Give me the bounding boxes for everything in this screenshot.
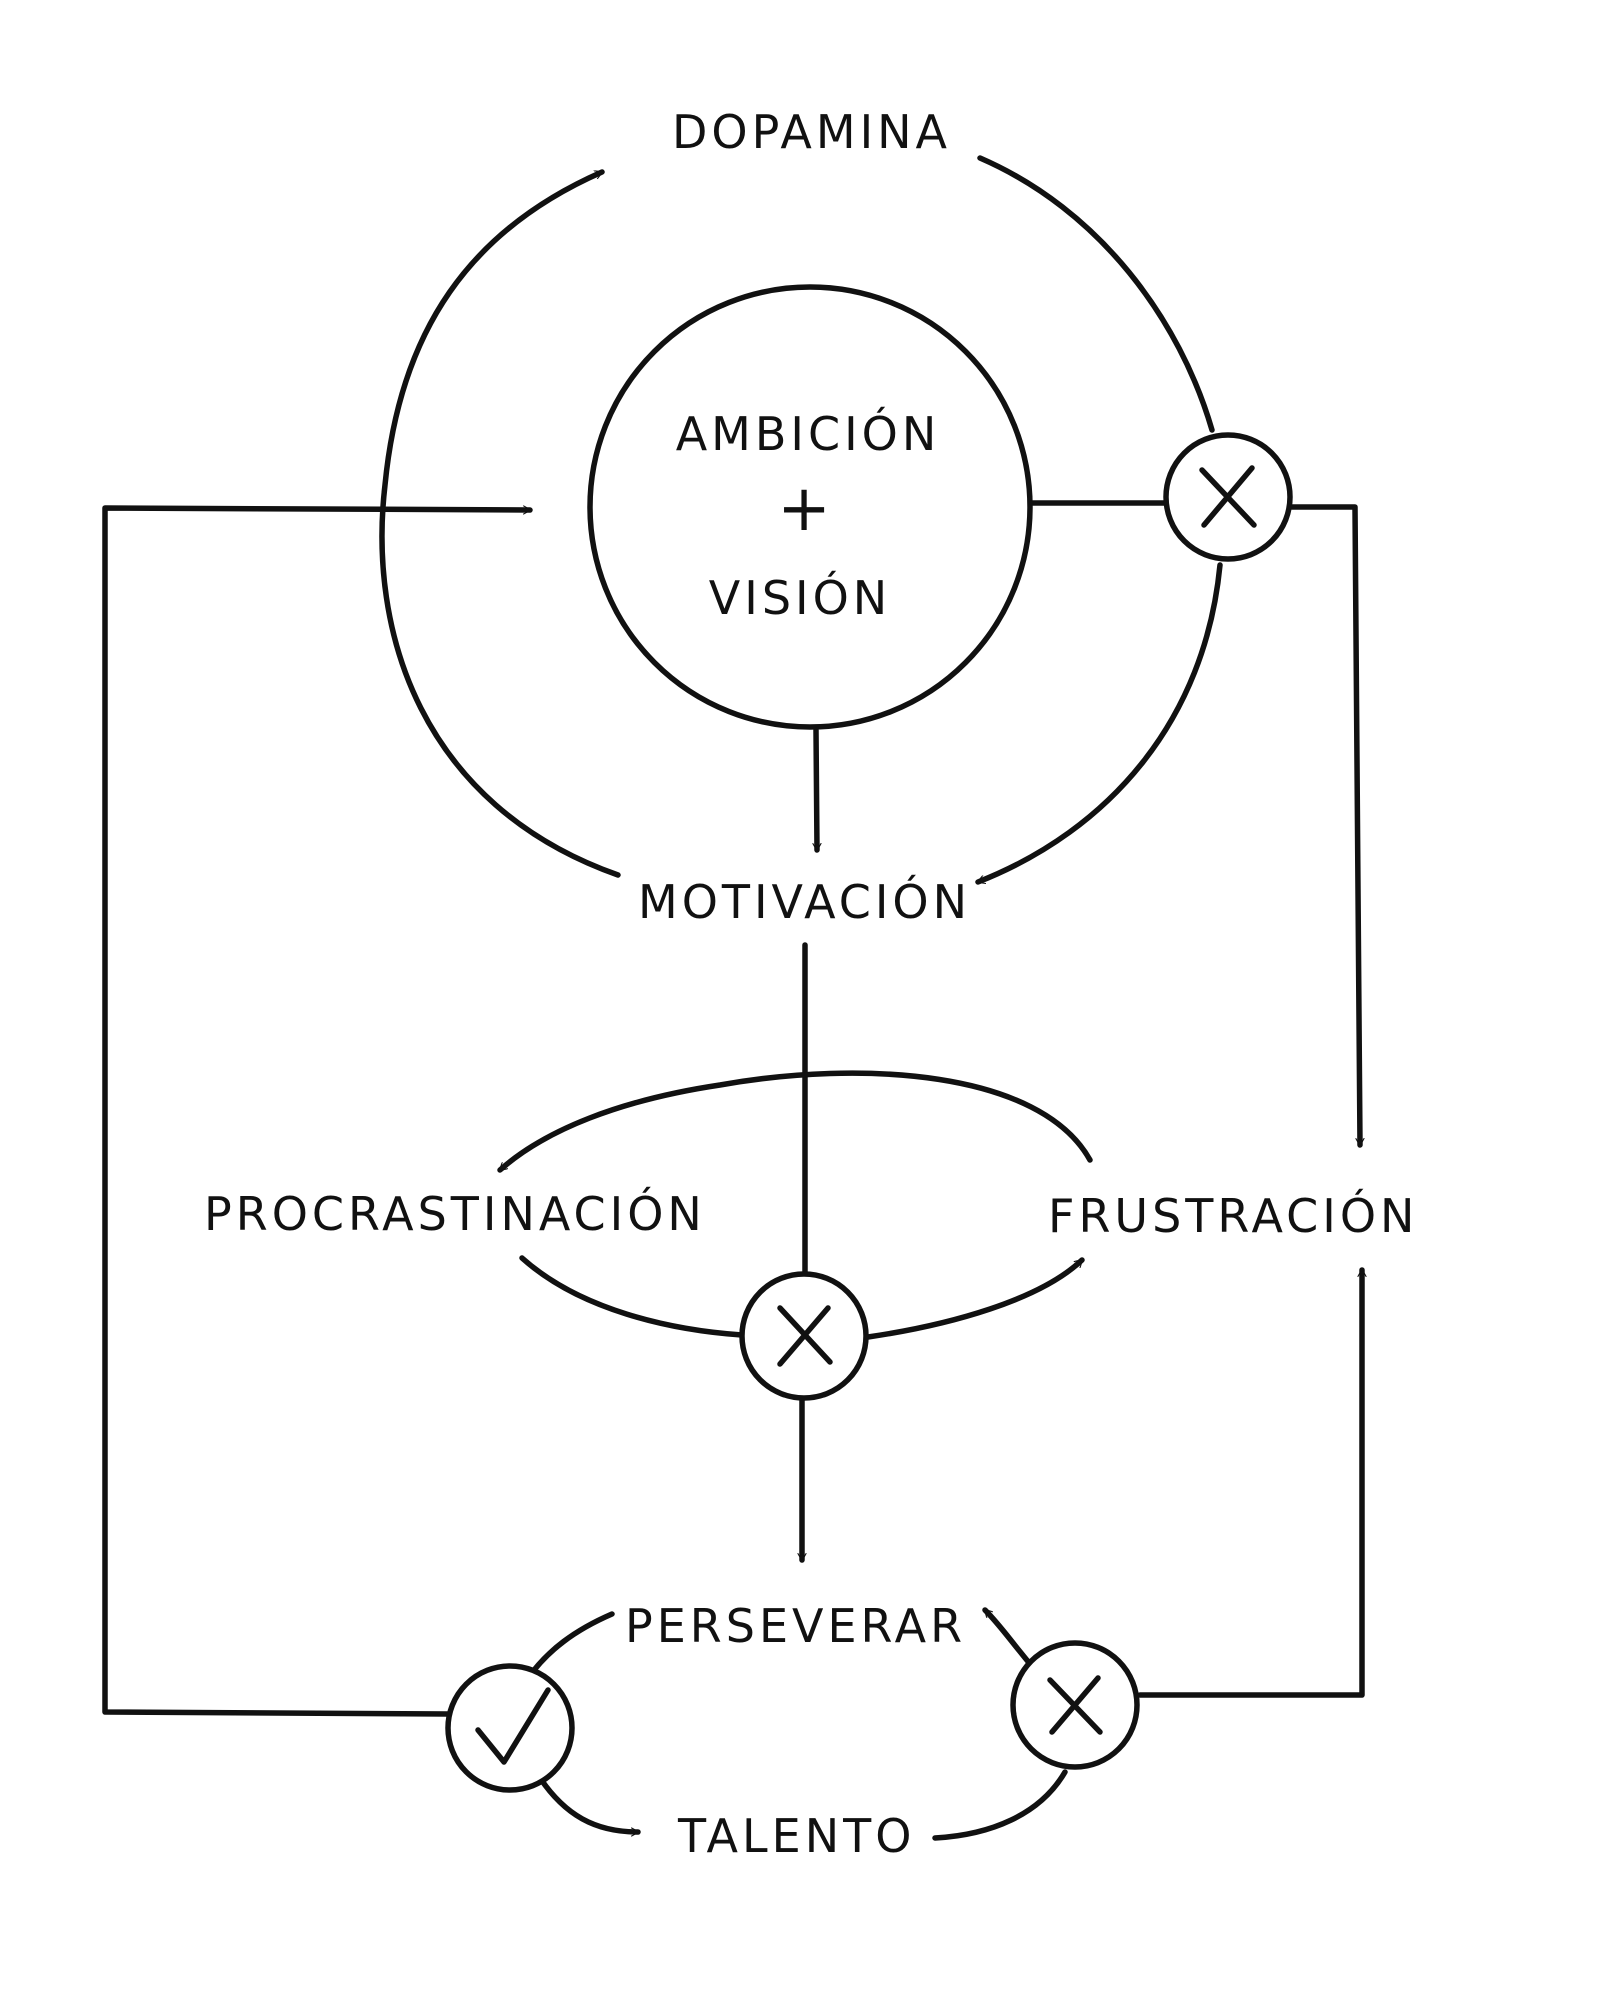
arrow-circle-to-motivacion <box>816 727 817 853</box>
line-x-to-frustracion-up <box>1137 1267 1362 1698</box>
decision-node-bottom-left <box>445 1663 575 1793</box>
label-motivacion: MOTIVACIÓN <box>638 875 971 929</box>
label-vision: VISIÓN <box>709 571 891 625</box>
label-procrastinacion: PROCRASTINACIÓN <box>204 1187 706 1241</box>
x-mark-icon <box>1047 1675 1103 1735</box>
arc-x-to-frustracion <box>865 1257 1085 1340</box>
label-frustracion: FRUSTRACIÓN <box>1048 1189 1418 1243</box>
arc-frustracion-to-procrastinacion <box>497 1070 1093 1173</box>
arc-talento-to-x <box>932 1769 1068 1841</box>
x-mark-icon <box>1199 465 1257 528</box>
label-perseverar: PERSEVERAR <box>625 1599 966 1653</box>
decision-node-middle <box>739 1271 869 1401</box>
label-plus: + <box>777 472 835 546</box>
arc-perseverar-to-check <box>525 1611 615 1681</box>
line-x-to-frustracion <box>1289 504 1360 1148</box>
arc-procrastinacion-to-x <box>519 1255 745 1338</box>
label-dopamina: DOPAMINA <box>672 105 951 159</box>
label-talento: TALENTO <box>677 1809 915 1863</box>
decision-node-top-right <box>1163 432 1293 562</box>
arc-x-to-motivacion <box>975 562 1223 885</box>
x-mark-icon <box>777 1305 833 1367</box>
arc-check-to-talento <box>537 1775 641 1832</box>
line-check-to-ambicion <box>102 505 533 1717</box>
arc-dopamina-to-x <box>977 155 1215 433</box>
inner-circle <box>587 284 1033 730</box>
check-mark-icon <box>475 1687 551 1765</box>
decision-node-bottom-right <box>1010 1640 1140 1770</box>
label-ambicion: AMBICIÓN <box>676 407 941 461</box>
arc-to-dopamina <box>379 169 621 878</box>
